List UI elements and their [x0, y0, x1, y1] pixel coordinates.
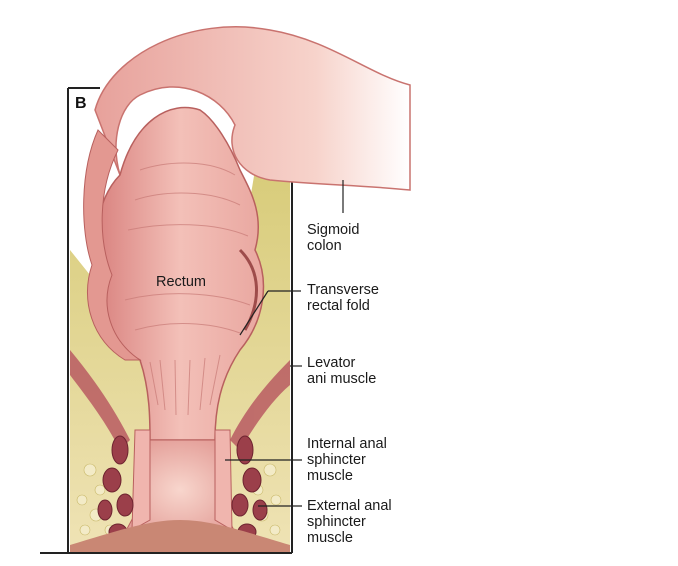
- label-line: ani muscle: [307, 371, 377, 387]
- label-line: muscle: [307, 468, 353, 484]
- label-line: Levator: [307, 355, 356, 371]
- panel-frame: [40, 87, 293, 554]
- label-line: sphincter: [307, 452, 366, 468]
- label-line: sphincter: [307, 514, 366, 530]
- label-line: Sigmoid: [307, 222, 360, 238]
- levator-ani-muscle: [70, 350, 290, 450]
- mucosal-folds: [124, 162, 251, 416]
- label-internal-anal-sphincter: Internal anal sphincter muscle: [307, 436, 387, 484]
- label-line: rectal fold: [307, 298, 370, 314]
- label-line: colon: [307, 238, 342, 254]
- sigmoid-colon: [94, 26, 411, 191]
- label-levator-ani-muscle: Levator ani muscle: [307, 355, 376, 387]
- label-line: External anal: [307, 498, 392, 514]
- internal-anal-sphincter: [131, 429, 233, 531]
- label-transverse-rectal-fold: Transverse rectal fold: [307, 282, 379, 314]
- label-line: muscle: [307, 530, 353, 546]
- leader-lines: [225, 180, 344, 507]
- label-rectum: Rectum: [156, 274, 206, 290]
- label-sigmoid-colon: Sigmoid colon: [307, 222, 359, 254]
- label-line: Transverse: [307, 282, 379, 298]
- panel-letter: B: [75, 95, 87, 112]
- label-external-anal-sphincter: External anal sphincter muscle: [307, 498, 392, 546]
- label-line: Internal anal: [307, 436, 387, 452]
- perineal-skin: [70, 520, 290, 552]
- rectal-wall: [83, 129, 142, 361]
